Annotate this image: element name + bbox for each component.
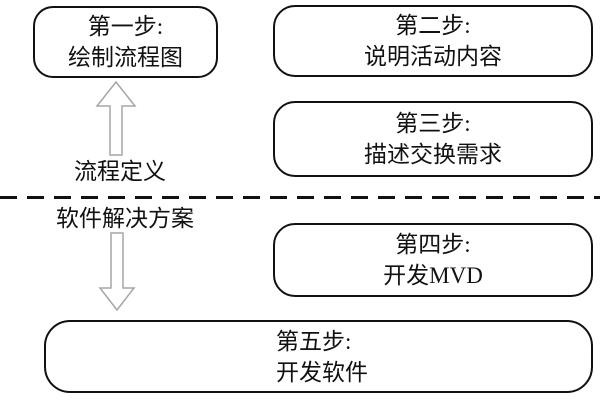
step-3-title: 第三步: [395,111,471,136]
divider-dashed-line [0,196,600,199]
step-5-box: 第五步: 开发软件 [44,320,593,393]
step-1-box: 第一步: 绘制流程图 [33,6,218,78]
step-5-title: 第五步: [276,328,352,354]
step-5-text: 开发软件 [276,359,368,385]
step-1-title: 第一步: [87,14,164,39]
step-2-box: 第二步: 说明活动内容 [273,5,593,77]
process-definition-label: 流程定义 [74,159,166,184]
software-solution-label: 软件解决方案 [56,206,194,231]
step-4-box: 第四步: 开发MVD [273,223,593,297]
step-3-text: 描述交换需求 [364,142,502,167]
step-4-text: 开发MVD [383,263,483,288]
step-4-title: 第四步: [395,232,471,257]
step-1-text: 绘制流程图 [68,45,183,70]
step-2-title: 第二步: [395,13,471,38]
step-2-text: 说明活动内容 [364,44,502,69]
up-arrow-icon [95,80,137,156]
step-3-box: 第三步: 描述交换需求 [273,101,593,177]
down-arrow-icon [98,232,136,312]
